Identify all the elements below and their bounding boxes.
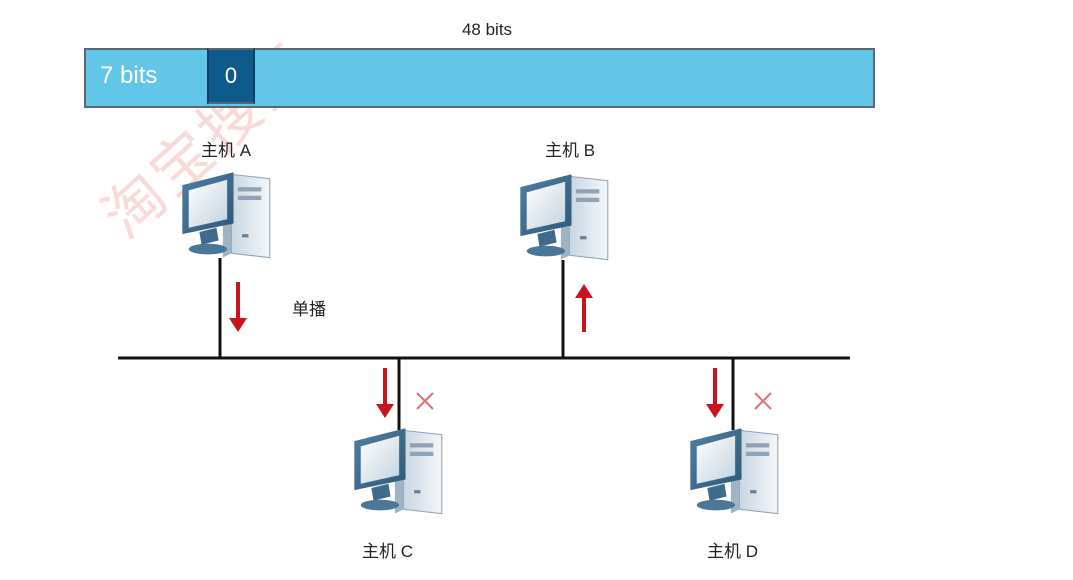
unicast-label: 单播 [292,300,326,319]
host-d-label: 主机 D [707,542,758,561]
unicast-flag-bit: 0 [207,48,255,104]
host-c-computer-icon [353,427,443,515]
host-d-computer-icon [689,427,779,515]
down-arrow-icon [376,368,394,418]
host-a-computer-icon [181,171,271,259]
host-c-label: 主机 C [362,542,413,561]
down-arrow-icon [706,368,724,418]
down-arrow-icon [229,282,247,332]
host-b-computer-icon [519,173,609,261]
reject-x-icon [754,392,772,410]
segment-bits-label: 7 bits [100,62,158,89]
reject-x-icon [416,392,434,410]
host-b-label: 主机 B [545,141,596,160]
up-arrow-icon [575,284,593,332]
total-bits-label: 48 bits [461,20,513,39]
host-a-label: 主机 A [201,141,252,160]
